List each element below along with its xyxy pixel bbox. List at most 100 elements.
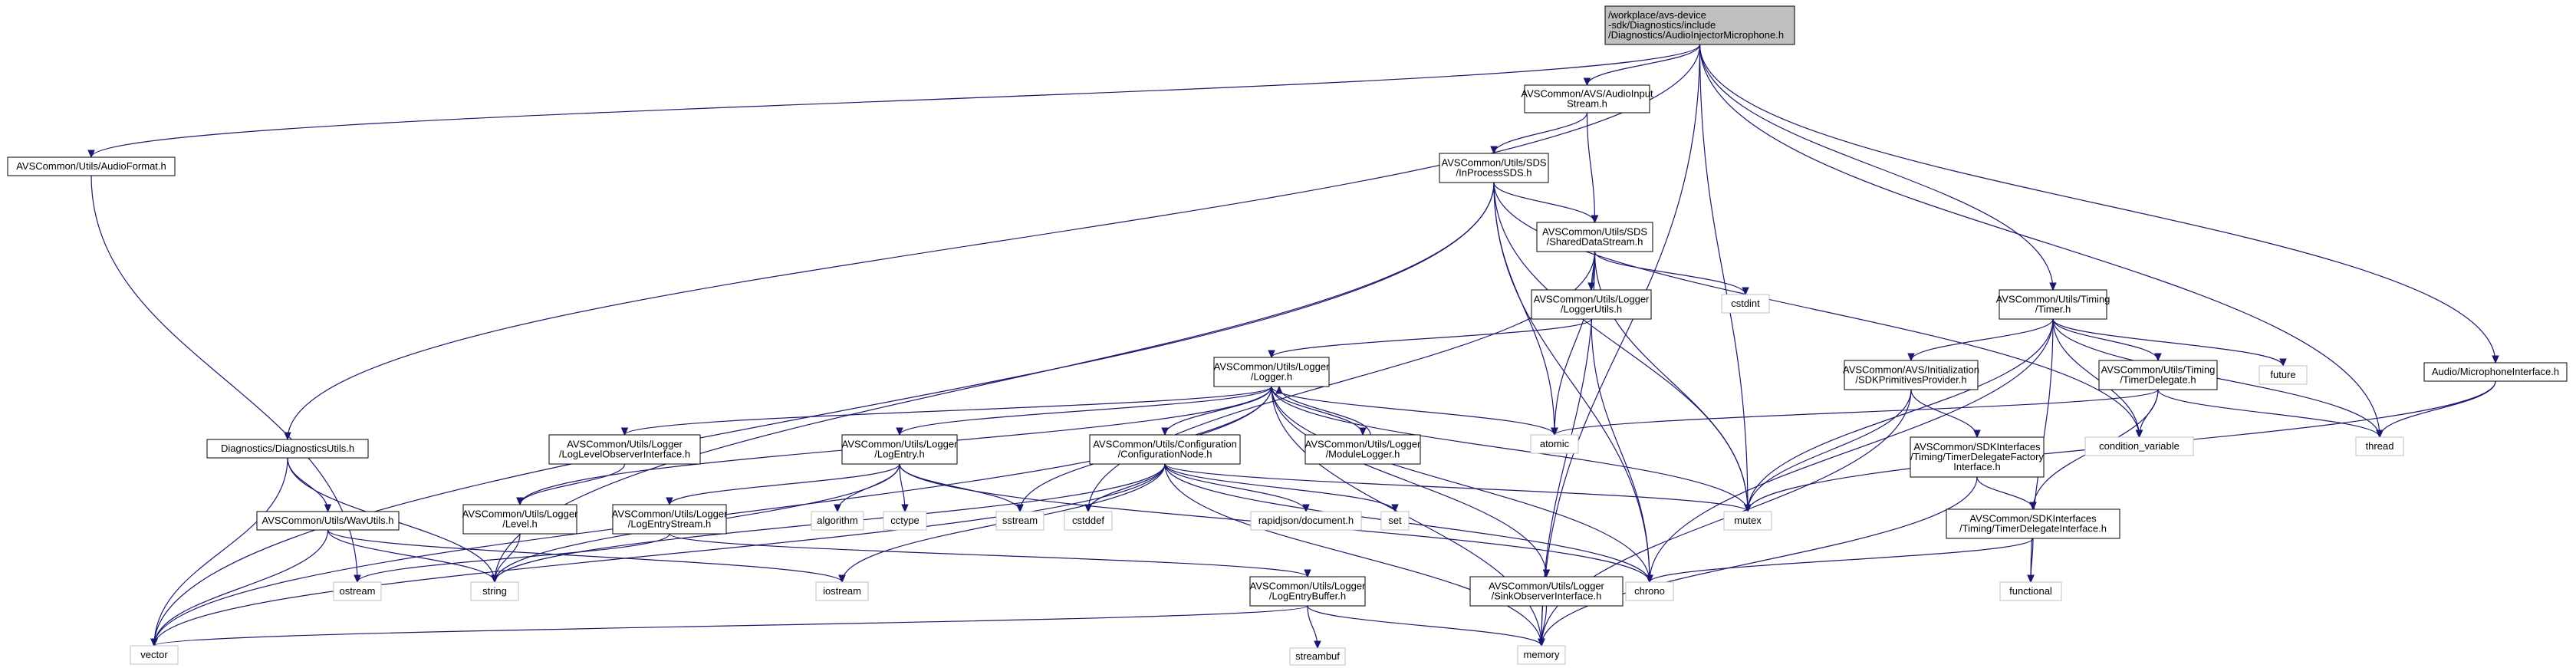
edge-arrowhead bbox=[516, 497, 524, 506]
node-modulelogger[interactable]: AVSCommon/Utils/Logger/ModuleLogger.h bbox=[1304, 434, 1421, 465]
edge-root-to-micinterface bbox=[1699, 44, 2499, 364]
edge-arrowhead bbox=[1016, 504, 1024, 513]
edge-line bbox=[1307, 605, 1542, 647]
node-label: /LogEntryBuffer.h bbox=[1269, 591, 1346, 602]
edge-line bbox=[2052, 318, 2140, 438]
edge-logger-to-sinkobserver bbox=[1271, 386, 1551, 578]
node-box bbox=[1089, 434, 1241, 465]
node-label: cctype bbox=[890, 515, 920, 526]
edge-line bbox=[669, 463, 900, 505]
node-label: functional bbox=[2009, 585, 2052, 597]
node-box bbox=[462, 504, 577, 535]
node-cstdint: cstdint bbox=[1721, 294, 1770, 314]
edge-arrowhead bbox=[1551, 427, 1558, 436]
edge-confignode-to-rapidjson bbox=[1164, 463, 1310, 513]
node-label: AVSCommon/Utils/Logger bbox=[462, 508, 578, 520]
node-label: Diagnostics/DiagnosticsUtils.h bbox=[221, 443, 354, 454]
edge-line bbox=[327, 529, 495, 583]
edge-arrowhead bbox=[354, 574, 361, 584]
node-loggerutils[interactable]: AVSCommon/Utils/Logger/LoggerUtils.h bbox=[1531, 289, 1652, 320]
edge-micinterface-to-thread bbox=[2376, 380, 2496, 439]
edge-arrowhead bbox=[1973, 429, 1981, 439]
node-box bbox=[7, 156, 176, 176]
node-label: Audio/MicrophoneInterface.h bbox=[2432, 366, 2559, 377]
edge-arrowhead bbox=[2029, 502, 2037, 511]
node-label: cstdint bbox=[1731, 298, 1760, 309]
edge-line bbox=[1910, 389, 1978, 438]
node-label: Stream.h bbox=[1567, 98, 1607, 110]
node-root[interactable]: /workplace/avs-device-sdk/Diagnostics/in… bbox=[1604, 5, 1795, 45]
node-label: iostream bbox=[823, 585, 861, 597]
edge-arrowhead bbox=[838, 574, 846, 584]
node-box bbox=[1289, 647, 1346, 666]
node-delegatefactory[interactable]: AVSCommon/SDKInterfaces/Timing/TimerDele… bbox=[1910, 436, 2045, 478]
node-box bbox=[130, 645, 179, 665]
node-box bbox=[2423, 362, 2568, 382]
edge-arrowhead bbox=[1538, 638, 1545, 647]
edge-line bbox=[1747, 318, 2054, 512]
node-memory: memory bbox=[1517, 645, 1566, 665]
node-logentry[interactable]: AVSCommon/Utils/Logger/LogEntry.h bbox=[841, 434, 958, 465]
edge-line bbox=[1586, 44, 1701, 86]
node-timerdelegate[interactable]: AVSCommon/Utils/Timing/TimerDelegate.h bbox=[2098, 360, 2218, 390]
edge-arrowhead bbox=[2279, 358, 2287, 367]
edge-arrowhead bbox=[1304, 569, 1311, 578]
edge-line bbox=[1164, 463, 1749, 512]
edge-line bbox=[1541, 476, 1978, 647]
node-label: AVSCommon/Utils/Timing bbox=[2101, 364, 2216, 376]
edge-arrowhead bbox=[1391, 504, 1399, 513]
node-label: vector bbox=[140, 649, 168, 660]
node-thread: thread bbox=[2355, 436, 2404, 456]
node-label: streambuf bbox=[1295, 650, 1340, 662]
node-label: AVSCommon/AVS/Initialization bbox=[1843, 364, 1979, 376]
edge-line bbox=[1541, 44, 1701, 647]
node-confignode[interactable]: AVSCommon/Utils/Configuration/Configurat… bbox=[1089, 434, 1241, 465]
node-timer[interactable]: AVSCommon/Utils/Timing/Timer.h bbox=[1996, 289, 2110, 320]
node-logger[interactable]: AVSCommon/Utils/Logger/Logger.h bbox=[1213, 357, 1330, 387]
edge-arrowhead bbox=[834, 504, 841, 513]
node-sinkobserver[interactable]: AVSCommon/Utils/Logger/SinkObserverInter… bbox=[1469, 576, 1624, 607]
node-shareddatastream[interactable]: AVSCommon/Utils/SDS/SharedDataStream.h bbox=[1536, 222, 1653, 252]
node-sstream: sstream bbox=[995, 511, 1045, 531]
node-box bbox=[1249, 576, 1366, 607]
node-box bbox=[1213, 357, 1330, 387]
edge-logger-to-levelobserver bbox=[620, 386, 1272, 436]
edge-line bbox=[1164, 463, 1396, 512]
node-levelobserver[interactable]: AVSCommon/Utils/Logger/LogLevelObserverI… bbox=[548, 434, 701, 465]
node-diagutils[interactable]: Diagnostics/DiagnosticsUtils.h bbox=[206, 439, 369, 459]
node-label: string bbox=[482, 585, 507, 597]
edge-line bbox=[153, 529, 329, 647]
node-box bbox=[1910, 436, 2045, 478]
node-box bbox=[1604, 5, 1795, 45]
edge-line bbox=[1594, 251, 1746, 295]
node-box bbox=[883, 511, 927, 531]
node-label: /Logger.h bbox=[1251, 371, 1292, 383]
edge-line bbox=[2052, 318, 2159, 361]
edge-line bbox=[1271, 386, 1548, 578]
node-logentrybuffer[interactable]: AVSCommon/Utils/Logger/LogEntryBuffer.h bbox=[1249, 576, 1366, 607]
edge-arrowhead bbox=[1907, 353, 1915, 362]
node-box bbox=[333, 581, 382, 601]
node-box bbox=[612, 504, 727, 535]
edge-delegatefactory-to-memory bbox=[1538, 476, 1978, 647]
edge-line bbox=[287, 44, 1701, 440]
node-audioformat[interactable]: AVSCommon/Utils/AudioFormat.h bbox=[7, 156, 176, 176]
node-label: AVSCommon/Utils/Logger bbox=[567, 439, 683, 450]
node-inprocesssds[interactable]: AVSCommon/Utils/SDS/InProcessSDS.h bbox=[1439, 153, 1549, 183]
node-sdkprimitives[interactable]: AVSCommon/AVS/Initialization/SDKPrimitiv… bbox=[1843, 360, 1979, 390]
node-wavutils[interactable]: AVSCommon/Utils/WavUtils.h bbox=[256, 511, 400, 531]
edge-arrowhead bbox=[1591, 215, 1599, 224]
edge-logentrybuffer-to-vector bbox=[150, 605, 1308, 647]
node-delegateinterface[interactable]: AVSCommon/SDKInterfaces/Timing/TimerDele… bbox=[1946, 508, 2120, 539]
node-algorithm: algorithm bbox=[811, 511, 864, 531]
edge-line bbox=[1164, 386, 1272, 436]
edge-line bbox=[1976, 476, 2034, 510]
node-label: /LogEntry.h bbox=[874, 449, 925, 460]
node-logentrystream[interactable]: AVSCommon/Utils/Logger/LogEntryStream.h bbox=[612, 504, 728, 535]
node-level[interactable]: AVSCommon/Utils/Logger/Level.h bbox=[462, 504, 578, 535]
node-micinterface[interactable]: Audio/MicrophoneInterface.h bbox=[2423, 362, 2568, 382]
node-label: AVSCommon/SDKInterfaces bbox=[1913, 441, 2041, 452]
edge-arrowhead bbox=[1742, 287, 1749, 296]
edge-arrowhead bbox=[1302, 504, 1310, 513]
